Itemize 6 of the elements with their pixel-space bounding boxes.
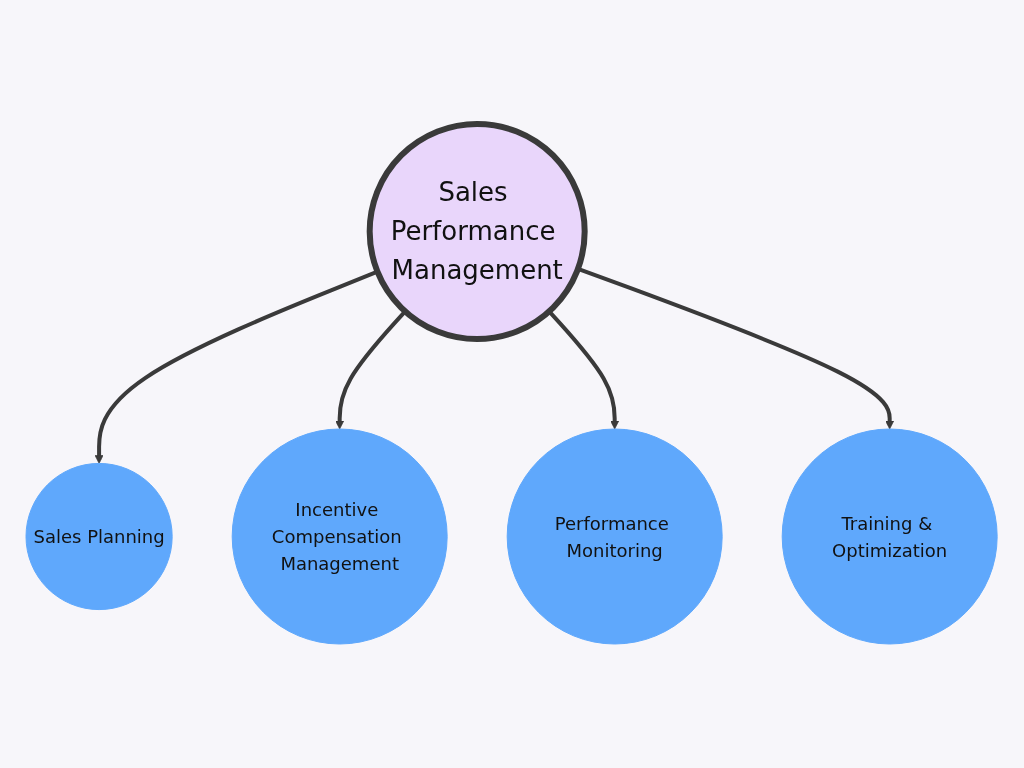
arrow bbox=[548, 310, 620, 430]
node-circle: Sales Planning bbox=[25, 462, 174, 611]
node-circle: Incentive Compensation Management bbox=[232, 428, 449, 645]
node-circle: Sales Performance Management bbox=[367, 121, 589, 342]
node-circle: Performance Monitoring bbox=[507, 428, 724, 645]
node-circle: Training & Optimization bbox=[782, 428, 999, 645]
